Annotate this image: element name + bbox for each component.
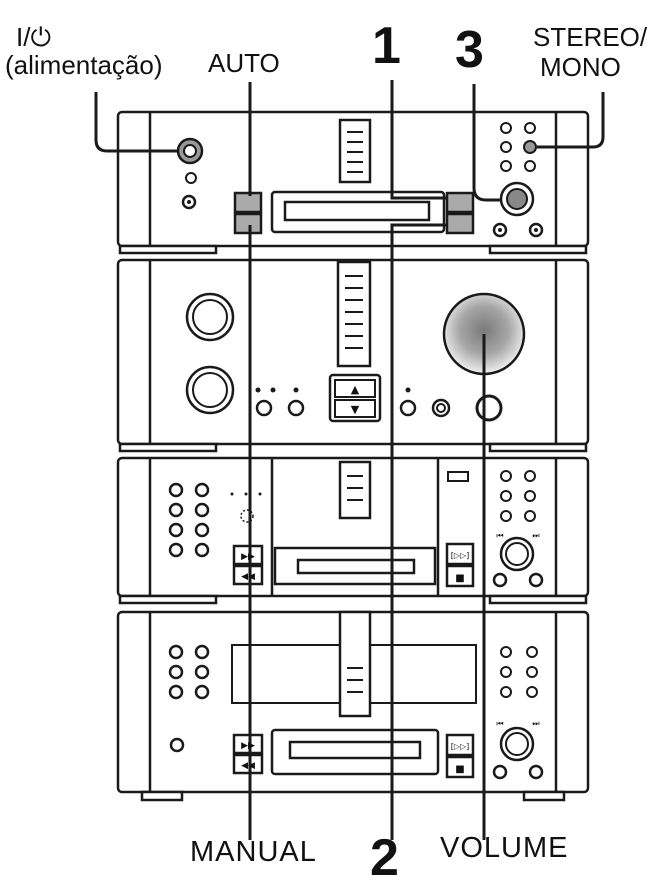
cd-dubbing-button[interactable] bbox=[445, 733, 475, 757]
cd-rew-button[interactable] bbox=[232, 753, 264, 775]
auto-label: AUTO bbox=[208, 48, 280, 78]
cd-dubbing-icon: [▷▷] bbox=[451, 742, 470, 751]
deck-next-icon: ⏭ bbox=[532, 531, 539, 540]
stereo-mono-button[interactable] bbox=[523, 140, 537, 154]
deck-ff-button[interactable] bbox=[232, 544, 264, 566]
auto-button[interactable] bbox=[233, 191, 263, 214]
tuning-minus-button[interactable] bbox=[445, 212, 475, 235]
cd-ff-icon: ▶▶ bbox=[241, 741, 255, 751]
tuner-unit bbox=[116, 110, 590, 255]
volume-label: VOLUME bbox=[440, 832, 569, 864]
manual-button[interactable] bbox=[233, 212, 263, 235]
deck-rew-icon: ◀◀ bbox=[241, 572, 255, 582]
cd-next-icon: ⏭ bbox=[532, 719, 539, 728]
deck-rew-button[interactable] bbox=[232, 564, 264, 586]
tuner-level-meter bbox=[347, 131, 363, 173]
power-symbol-label: I/⏻ bbox=[16, 22, 52, 52]
leader-power bbox=[94, 92, 178, 153]
leader-step1 bbox=[390, 80, 447, 200]
cd-unit bbox=[116, 610, 590, 802]
stereo-mono-label-line1: STEREO/ bbox=[533, 22, 648, 52]
cassette-deck-unit bbox=[116, 456, 590, 605]
power-label: (alimentação) bbox=[5, 50, 163, 80]
amp-small-knob[interactable] bbox=[475, 394, 503, 422]
deck-ff-icon: ▶▶ bbox=[241, 552, 255, 562]
leader-step3 bbox=[472, 84, 500, 202]
amp-up-button[interactable] bbox=[334, 379, 376, 398]
cd-ff-button[interactable] bbox=[232, 733, 264, 755]
power-indicator bbox=[185, 172, 197, 184]
deck-prev-icon: ⏮ bbox=[496, 531, 503, 540]
deck-stop-icon: ■ bbox=[455, 573, 464, 584]
amp-down-button[interactable] bbox=[334, 399, 376, 418]
deck-dubbing-button[interactable] bbox=[445, 542, 475, 566]
step-2-label: 2 bbox=[370, 829, 399, 887]
stereo-mono-label-line2: MONO bbox=[540, 52, 621, 82]
leader-step2 bbox=[390, 223, 447, 840]
deck-stop-button[interactable] bbox=[445, 564, 475, 588]
amp-up-arrow-icon: ▲ bbox=[351, 383, 360, 396]
leader-lines bbox=[94, 80, 605, 840]
cd-stop-button[interactable] bbox=[445, 755, 475, 779]
leader-stereo-mono bbox=[537, 92, 605, 149]
amplifier-level-meter bbox=[345, 275, 363, 349]
amp-down-arrow-icon: ▼ bbox=[351, 403, 360, 416]
step-3-label: 3 bbox=[455, 21, 484, 79]
cd-left-buttons[interactable] bbox=[168, 644, 210, 700]
cd-rew-icon: ◀◀ bbox=[241, 761, 255, 771]
step-1-label: 1 bbox=[372, 17, 401, 75]
amplifier-unit bbox=[116, 258, 590, 453]
cd-prev-icon: ⏮ bbox=[496, 719, 503, 728]
deck-left-buttons[interactable] bbox=[168, 482, 210, 558]
manual-label: MANUAL bbox=[190, 836, 317, 868]
deck-dubbing-icon: [▷▷] bbox=[451, 551, 470, 560]
tuning-plus-button[interactable] bbox=[445, 191, 475, 214]
cd-stop-icon: ■ bbox=[455, 764, 464, 775]
